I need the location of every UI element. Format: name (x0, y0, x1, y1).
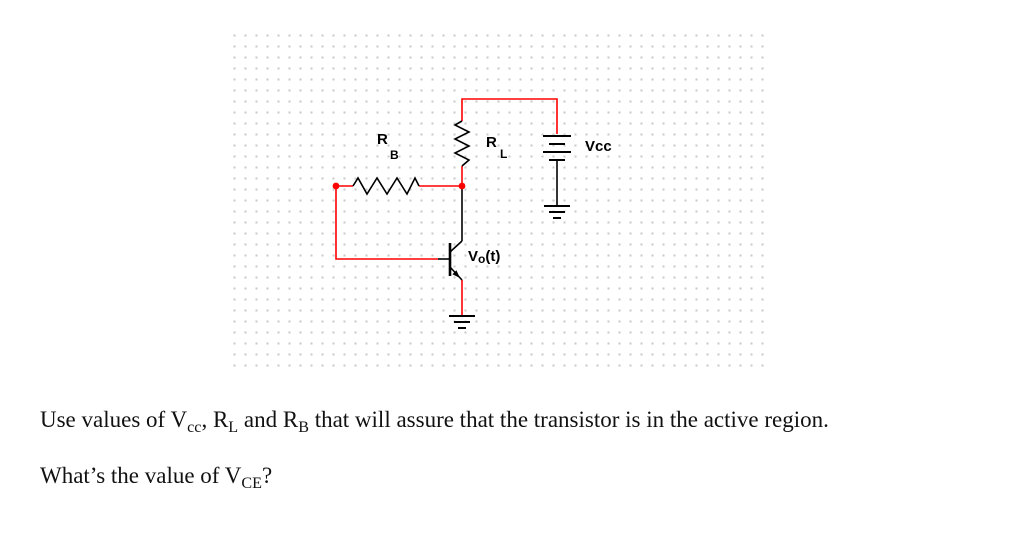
q2-text-1: What’s the value of V (40, 463, 242, 488)
emitter-arrow-icon (452, 270, 460, 278)
q1-sub-cc: cc (187, 418, 202, 436)
ground-symbol-emitter (449, 315, 475, 329)
rl-label-sub: L (500, 147, 508, 161)
rb-label-main: R (377, 131, 388, 148)
vout-label: Vo(t) (468, 249, 500, 265)
nodes (332, 182, 466, 190)
q1-text-2: , R (201, 407, 229, 432)
question-line-1: Use values of Vcc, RL and RB that will a… (40, 406, 829, 437)
battery-symbol (543, 135, 571, 161)
q1-text-3: and R (238, 407, 299, 432)
rl-label-main: R (486, 134, 497, 151)
grid-dot-background (227, 28, 765, 368)
vout-label-sub: o (478, 252, 486, 266)
vcc-label: Vcc (585, 138, 612, 155)
rb-label-sub: B (390, 148, 399, 162)
rl-resistor (453, 120, 471, 167)
ground-symbol-battery (544, 205, 570, 219)
q1-text-1: Use values of V (40, 407, 188, 432)
rb-resistor (352, 176, 420, 196)
vout-label-v: V (468, 248, 479, 265)
wire-top-loop (461, 98, 558, 134)
q1-text-4: that will assure that the transistor is … (308, 407, 829, 432)
wire-base-feed (335, 186, 438, 260)
transistor-symbol (448, 240, 463, 281)
question-line-2: What’s the value of VCE? (40, 462, 272, 493)
resistors (352, 120, 471, 196)
red-wires (335, 98, 558, 316)
q2-sub-ce: CE (241, 474, 262, 492)
black-wires (438, 161, 558, 260)
node-input (332, 182, 340, 190)
q1-sub-b: B (298, 418, 309, 436)
q2-text-2: ? (262, 463, 273, 488)
vout-label-rest: (t) (485, 248, 501, 265)
q1-sub-l: L (228, 418, 239, 436)
node-junction (458, 182, 466, 190)
transistor-collector-lead (449, 240, 463, 253)
